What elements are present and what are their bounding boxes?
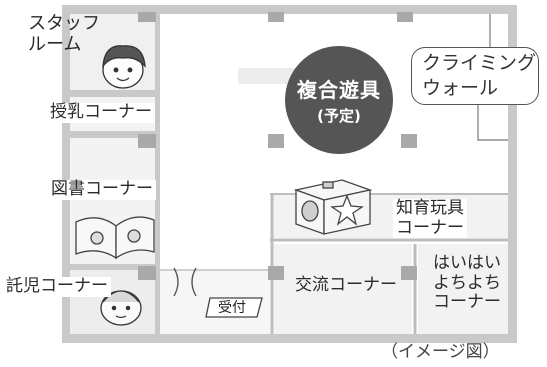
crawling-area-floor: [418, 244, 508, 334]
educational-toys-label: 知育玩具 コーナー: [393, 198, 467, 239]
reception-desk: [205, 297, 263, 318]
caption: （イメージ図）: [381, 342, 500, 362]
staff-face-illustration: [102, 45, 146, 89]
crawling-corner-label: はいはい よちよち コーナー: [433, 253, 501, 313]
pillars: [138, 12, 417, 280]
book-illustration: [75, 216, 155, 260]
reception-label: 受付: [218, 300, 246, 316]
climbing-wall-outline: [477, 105, 508, 141]
book-corner-label: 図書コーナー: [48, 179, 156, 200]
reception-label-box: 受付: [206, 297, 263, 317]
complex-play-equipment: 複合遊具 (予定): [285, 46, 393, 154]
childcare-corner-label: 託児コーナー: [3, 276, 111, 297]
nursing-corner-label: 授乳コーナー: [47, 102, 155, 123]
exchange-area-floor: [274, 244, 412, 334]
complex-play-note: (予定): [317, 107, 361, 125]
entrance-door: [173, 267, 197, 297]
staff-room-label: スタッフ ルーム: [28, 13, 100, 55]
complex-play-title: 複合遊具: [297, 78, 381, 102]
childcare-face-illustration: [100, 290, 142, 326]
exchange-corner-label: 交流コーナー: [295, 275, 397, 295]
climbing-wall-label: クライミング ウォール: [411, 47, 539, 105]
toy-block-illustration: [293, 179, 373, 235]
